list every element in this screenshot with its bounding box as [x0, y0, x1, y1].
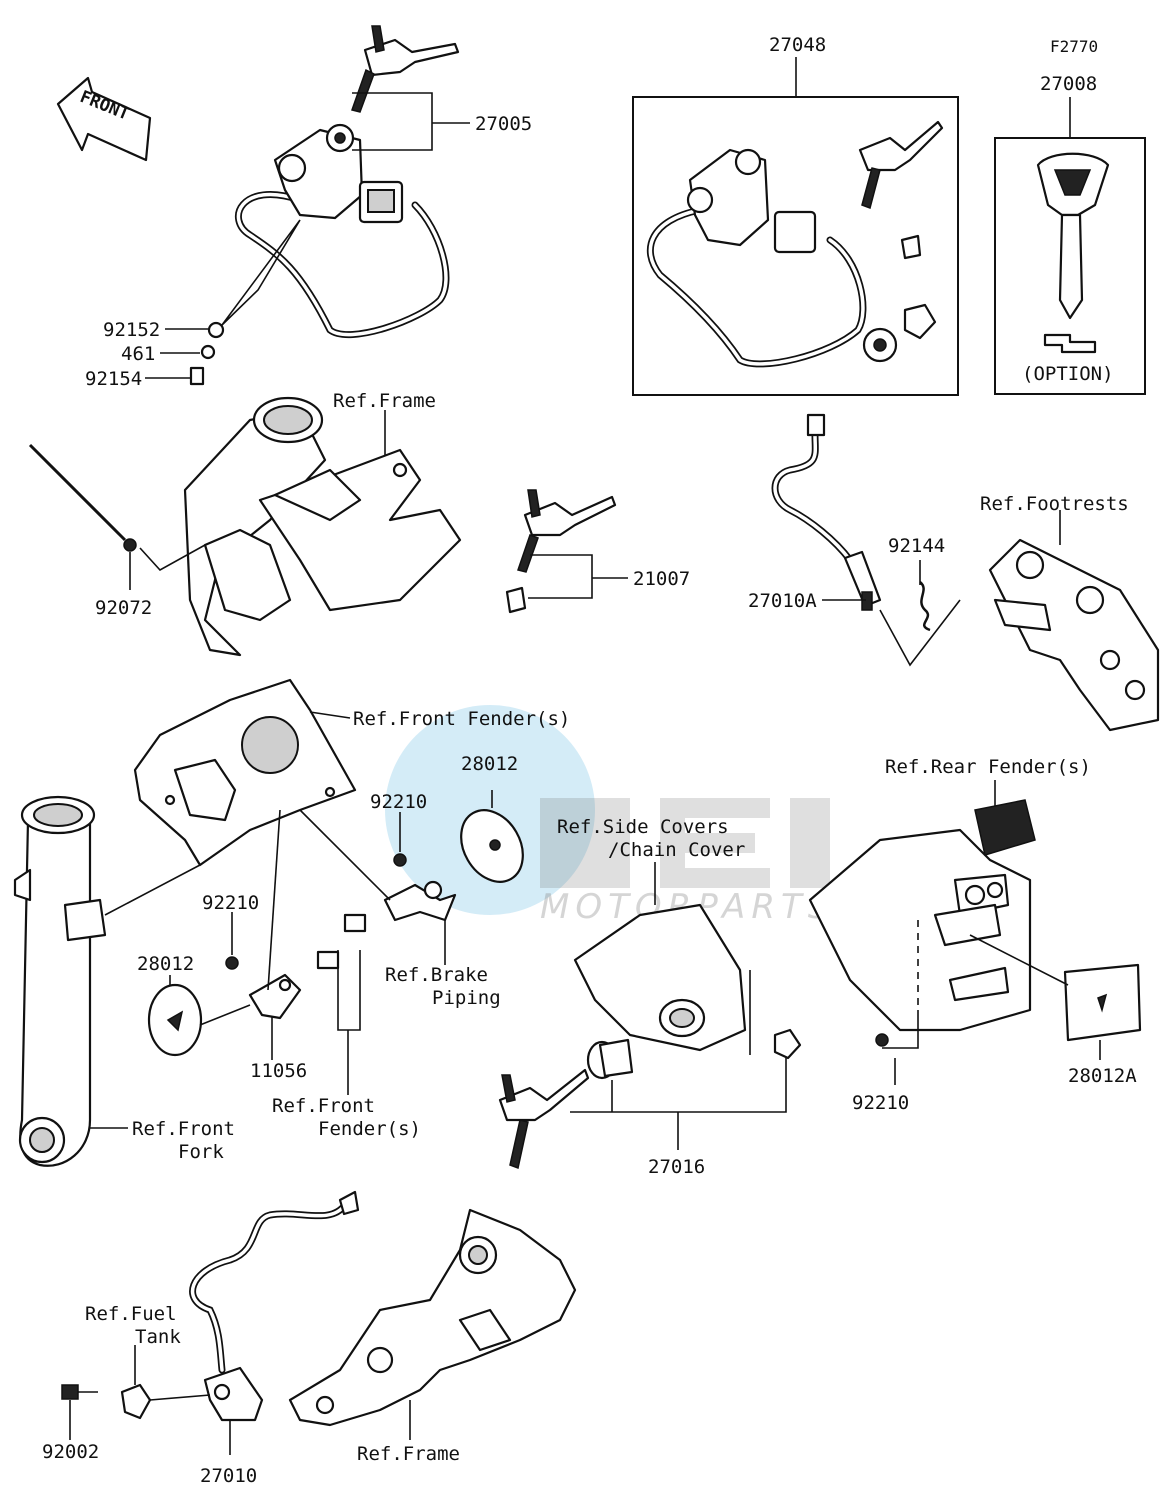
key-set-21007	[505, 489, 617, 614]
part-27010: 27010	[200, 1465, 257, 1487]
ref-front-fork-1: Ref.Front	[132, 1118, 235, 1140]
front-fork	[13, 795, 107, 1167]
switch-27010A	[771, 413, 882, 611]
leader-ref-front-fork	[90, 864, 201, 1129]
ref-side-covers-1: Ref.Side Covers	[557, 816, 729, 838]
part-92210-top: 92210	[370, 791, 427, 813]
watermark-logo-letters	[540, 798, 830, 888]
part-27016: 27016	[648, 1156, 705, 1178]
option-box-27008	[994, 137, 1146, 395]
bracket-11056	[248, 809, 302, 1020]
leader-27005	[352, 92, 470, 151]
ref-frame-top: Ref.Frame	[333, 390, 436, 412]
part-27008: 27008	[1040, 73, 1097, 95]
part-92144: 92144	[888, 535, 945, 557]
switch-27010	[189, 1190, 360, 1422]
ref-frame-bottom: Ref.Frame	[357, 1443, 460, 1465]
leader-28012-left	[169, 975, 251, 1026]
leader-92210-right	[882, 1010, 919, 1085]
key-set-27016	[498, 1068, 590, 1170]
front-fender	[133, 678, 357, 867]
leader-28012A	[969, 934, 1101, 1060]
part-28012-left: 28012	[137, 953, 194, 975]
bolt-92002	[61, 1384, 79, 1400]
nut-27016	[773, 1028, 802, 1060]
blank-key-27008-icon	[1036, 152, 1110, 354]
ref-brake-2: Piping	[432, 987, 501, 1009]
washer-461	[200, 344, 216, 360]
rear-fender	[808, 799, 1036, 1032]
part-461: 461	[121, 343, 155, 365]
leader-92152-branch	[221, 219, 301, 326]
side-cover	[573, 903, 747, 1052]
front-arrow-icon: FRONT	[56, 76, 152, 162]
frame-bottom	[288, 1208, 577, 1427]
ref-footrests: Ref.Footrests	[980, 493, 1129, 515]
reflector-28012A	[1063, 963, 1142, 1042]
part-11056: 11056	[250, 1060, 307, 1082]
leader-92072	[129, 544, 206, 590]
part-27010A: 27010A	[748, 590, 817, 612]
leader-27016	[570, 970, 787, 1150]
ref-fuel-1: Ref.Fuel	[85, 1303, 177, 1325]
ref-front-fender-2: Fender(s)	[318, 1118, 421, 1140]
nut-92152	[207, 321, 225, 339]
leader-ref-fuel	[134, 1345, 211, 1401]
kit-contents-27048	[647, 120, 944, 368]
leaders-hardware	[145, 328, 208, 379]
key-set-27005	[351, 25, 460, 113]
part-92152: 92152	[103, 319, 160, 341]
frame-head-tube	[183, 396, 462, 657]
bolt-front-fender	[316, 950, 340, 970]
option-label: (OPTION)	[1022, 363, 1114, 385]
nut-92210-right	[875, 1033, 889, 1047]
bolt-92154	[189, 366, 205, 386]
spring-92144-icon	[919, 581, 931, 632]
ref-fuel-2: Tank	[135, 1326, 181, 1348]
leader-92144	[879, 560, 961, 667]
cable-tie-92072	[28, 443, 127, 542]
reflector-28012-left	[147, 983, 203, 1057]
part-28012A: 28012A	[1068, 1065, 1137, 1087]
ref-side-covers-2: /Chain Cover	[608, 839, 745, 861]
leader-21007	[528, 554, 628, 599]
leader-92002	[69, 1391, 98, 1440]
part-21007: 21007	[633, 568, 690, 590]
part-28012-top: 28012	[461, 753, 518, 775]
nut-92210-top	[393, 853, 407, 867]
part-92154: 92154	[85, 368, 142, 390]
part-92072: 92072	[95, 597, 152, 619]
ignition-switch-27005	[235, 123, 450, 338]
part-92210-right: 92210	[852, 1092, 909, 1114]
tie-head-92072	[123, 538, 137, 552]
ref-front-fender-1: Ref.Front	[272, 1095, 375, 1117]
kit-box-27048	[632, 96, 959, 396]
leader-ref-front-fender	[337, 950, 361, 1095]
footrest-bracket	[988, 538, 1160, 732]
bracket-brake	[299, 809, 457, 933]
ref-front-fork-2: Fork	[178, 1141, 224, 1163]
part-92002: 92002	[42, 1441, 99, 1463]
part-27048: 27048	[769, 34, 826, 56]
leader-ref-front-fenders-top	[309, 711, 351, 719]
part-92210-left: 92210	[202, 892, 259, 914]
kit-code: F2770	[1050, 37, 1098, 56]
ref-rear-fenders: Ref.Rear Fender(s)	[885, 756, 1091, 778]
fuel-tank-bracket	[120, 1383, 152, 1420]
ref-brake-1: Ref.Brake	[385, 964, 488, 986]
key-cylinder-27016	[586, 1038, 634, 1080]
ref-front-fenders-top: Ref.Front Fender(s)	[353, 708, 570, 730]
reflector-28012-top	[460, 809, 524, 883]
part-27005: 27005	[475, 113, 532, 135]
nut-92210-left	[225, 956, 239, 970]
